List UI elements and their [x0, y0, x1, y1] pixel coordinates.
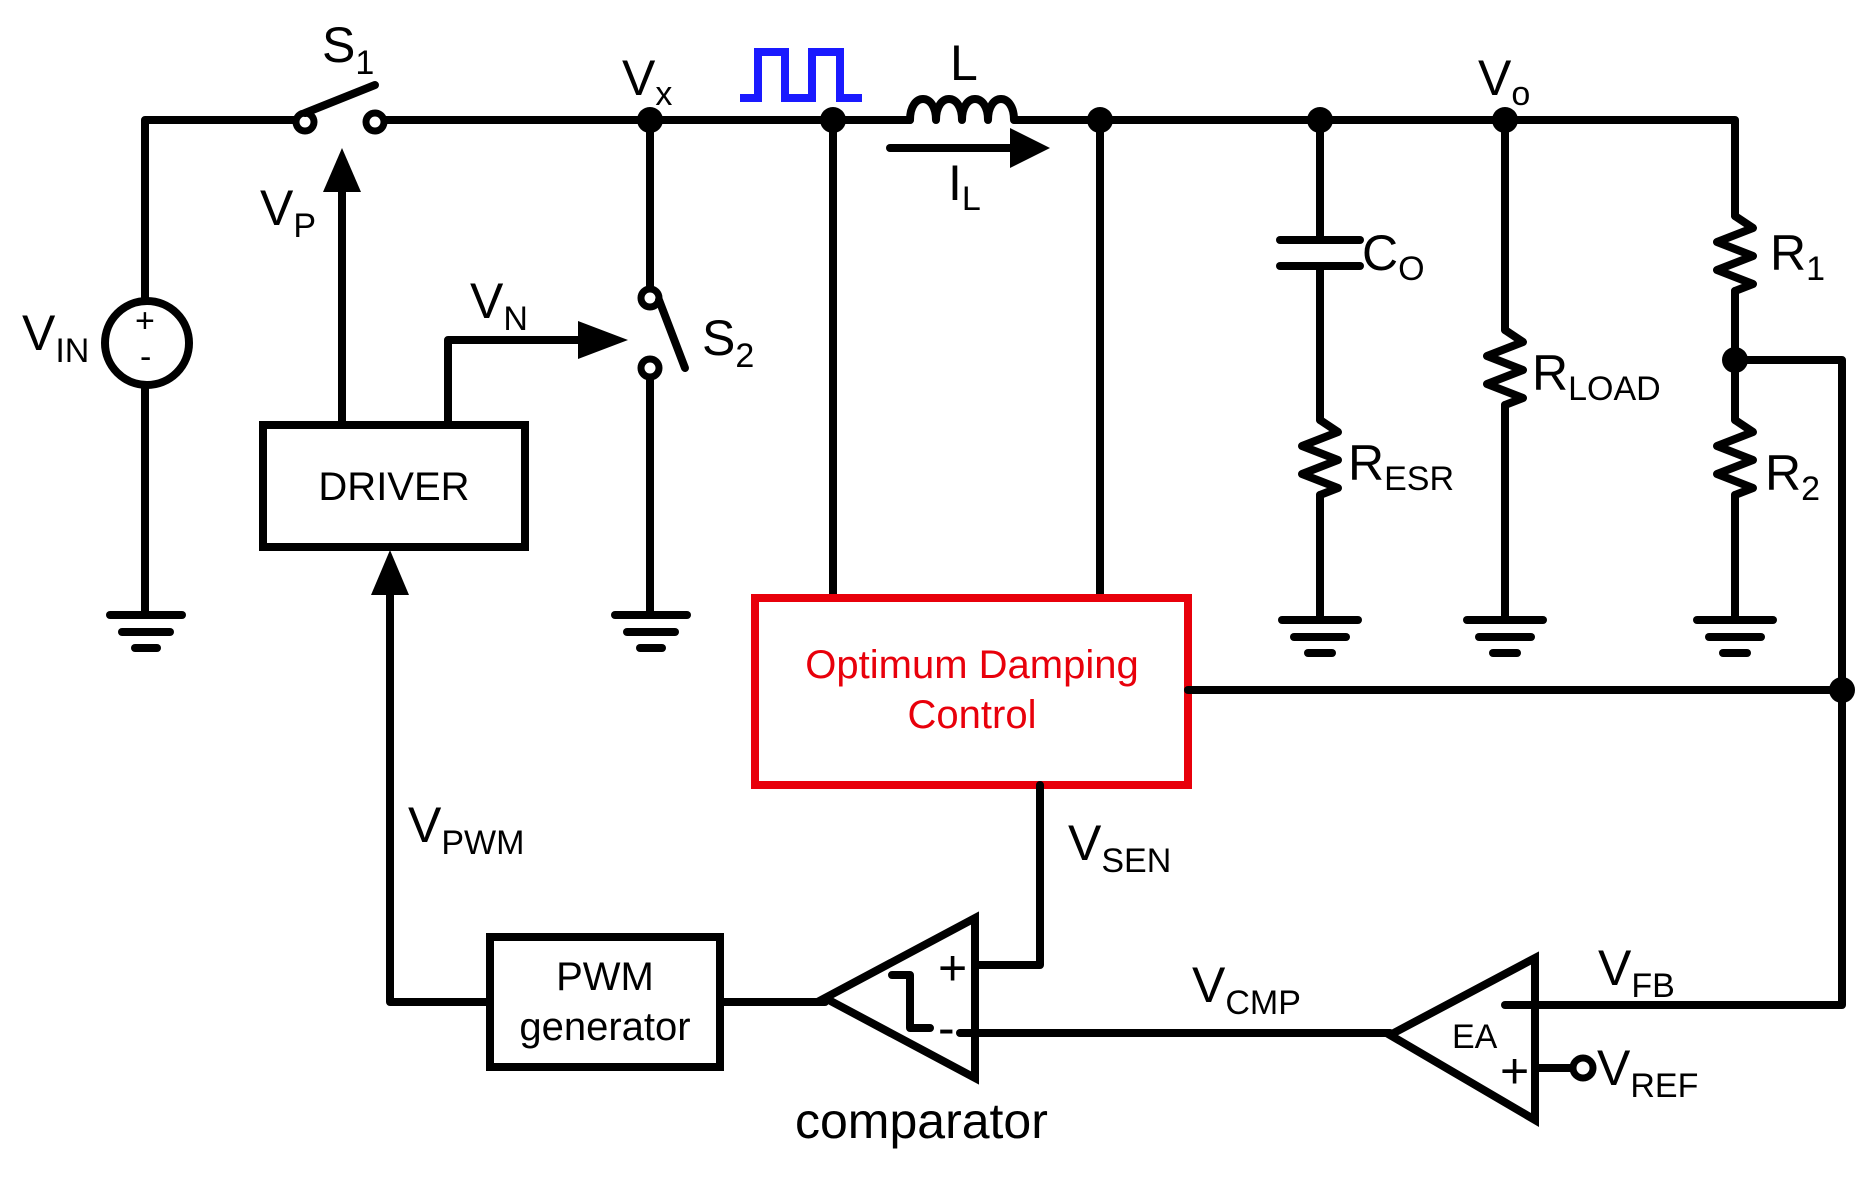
label-vp: VP — [260, 180, 316, 245]
vpwm-arrow — [371, 550, 494, 1006]
label-rload: RLOAD — [1532, 345, 1661, 408]
label-vn: VN — [470, 273, 528, 338]
label-r1: R1 — [1770, 225, 1825, 288]
comparator-label: comparator — [795, 1093, 1048, 1149]
label-l: L — [950, 35, 978, 91]
comparator-minus: - — [938, 1000, 955, 1056]
label-vo: Vo — [1478, 50, 1530, 113]
vin-plus: + — [135, 302, 155, 340]
vn-arrow — [444, 321, 628, 429]
label-s2: S2 — [702, 310, 754, 375]
comparator-plus: + — [938, 940, 967, 996]
optimum-damping-control-block — [751, 594, 1192, 789]
feedback-divider — [1501, 212, 1846, 1009]
odc-label-line1: Optimum Damping — [805, 643, 1138, 687]
switch-s1 — [292, 81, 388, 135]
pwm-label-line1: PWM — [556, 955, 654, 999]
label-vref: VREF — [1597, 1040, 1698, 1105]
node-odc-feedback — [1829, 677, 1855, 703]
driver-label: DRIVER — [318, 465, 469, 509]
vin-source — [101, 297, 193, 652]
node-fb — [1722, 347, 1748, 373]
label-co: CO — [1362, 225, 1425, 288]
vp-arrow — [323, 148, 361, 429]
odc-label-line2: Control — [908, 693, 1037, 737]
output-capacitor-branch — [1276, 116, 1364, 657]
label-vin: VIN — [22, 305, 89, 370]
label-r2: R2 — [1765, 445, 1820, 508]
label-vfb: VFB — [1598, 940, 1675, 1005]
ea-plus: + — [1500, 1043, 1529, 1099]
inductor-current-arrow — [886, 128, 1050, 168]
vin-minus: - — [140, 338, 151, 376]
comparator — [816, 911, 979, 1085]
vsen-wire — [956, 781, 1044, 969]
comparator-hysteresis-icon — [888, 971, 934, 1032]
label-s1: S1 — [322, 17, 374, 82]
vref-terminal — [1569, 1054, 1597, 1082]
label-vsen: VSEN — [1068, 815, 1171, 880]
label-il: IL — [948, 155, 981, 218]
driver-block — [259, 421, 529, 551]
pwm-label-line2: generator — [519, 1005, 690, 1049]
label-resr: RESR — [1348, 435, 1454, 498]
top-rail-wires — [141, 116, 1739, 302]
label-vx: Vx — [622, 50, 672, 113]
error-amplifier — [1381, 951, 1539, 1127]
label-vcmp: VCMP — [1192, 957, 1301, 1022]
ea-label: EA — [1452, 1018, 1498, 1056]
pwm-pulse-waveform — [740, 48, 862, 102]
switch-s2 — [611, 116, 691, 652]
load-resistor-branch — [1463, 116, 1547, 657]
inductor-l — [906, 95, 1018, 124]
label-vpwm: VPWM — [408, 797, 524, 862]
